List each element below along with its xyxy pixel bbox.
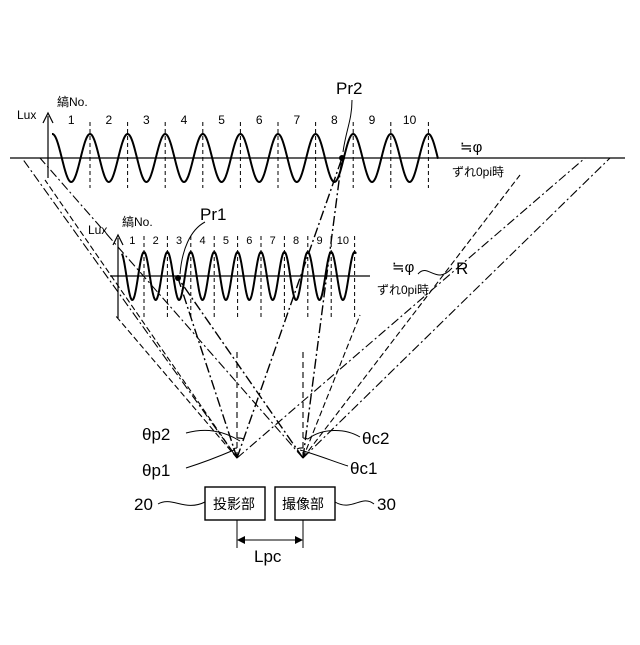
- stripe-number: 6: [246, 235, 252, 247]
- lower-shift-label: ずれ0pi時: [377, 283, 429, 297]
- projector-ref-leader: [158, 502, 205, 506]
- camera-label: 撮像部: [282, 496, 324, 512]
- theta-c2-label: θc2: [362, 429, 389, 448]
- lower-pattern: Lux 縞No. 1 2 3 4 5 6 7 8 9 10 ≒φ ずれ0pi時 R Pr1: [88, 205, 468, 318]
- theta-p1-label: θp1: [142, 461, 170, 480]
- theta-p1-leader: [186, 450, 234, 468]
- stripe-number: 7: [293, 113, 300, 127]
- theta-c1-label: θc1: [350, 459, 377, 478]
- plane-r-label: R: [456, 259, 468, 278]
- stripe-number: 10: [403, 113, 417, 127]
- stripe-number: 3: [143, 113, 150, 127]
- baseline-arrow-right-icon: [295, 536, 303, 544]
- upper-lux-label: Lux: [17, 108, 36, 122]
- stripe-number: 7: [270, 235, 276, 247]
- projector-fov-left: [22, 158, 237, 458]
- stripe-number: 8: [293, 235, 299, 247]
- lower-stripe-header: 縞No.: [122, 214, 153, 229]
- stripe-number: 3: [176, 235, 182, 247]
- lower-stripe-numbers: 1 2 3 4 5 6 7 8 9 10: [129, 235, 349, 247]
- plane-r-leader: [418, 268, 452, 275]
- upper-stripe-dividers: [90, 122, 428, 188]
- theta-p2-label: θp2: [142, 425, 170, 444]
- stripe-number: 5: [218, 113, 225, 127]
- upper-stripe-numbers: 1 2 3 4 5 6 7 8 9 10: [68, 113, 417, 127]
- stripe-number: 8: [331, 113, 338, 127]
- theta-c1-leader: [300, 450, 348, 466]
- camera-ref: 30: [377, 495, 396, 514]
- projector-label: 投影部: [213, 496, 255, 512]
- theta-p2-arc: [237, 438, 244, 439]
- baseline-label: Lpc: [254, 547, 282, 566]
- stripe-number: 10: [337, 235, 349, 247]
- lower-lux-label: Lux: [88, 223, 107, 237]
- camera-fov-right: [303, 158, 610, 458]
- stripe-number: 2: [105, 113, 112, 127]
- upper-phase-label: ≒φ: [460, 139, 483, 156]
- camera-fov-left: [40, 158, 303, 458]
- lower-phase-label: ≒φ: [392, 259, 415, 276]
- upper-pattern: Lux 縞No. 1 2 3 4 5 6 7 8 9 10 ≒φ ずれ0pi時 Pr2: [10, 79, 625, 188]
- projector-unit: 投影部 20: [134, 487, 265, 520]
- theta-p1-arc: [233, 448, 237, 449]
- theta-c2-arc: [303, 438, 308, 439]
- baseline-dimension: Lpc: [237, 520, 303, 566]
- point-pr2-label: Pr2: [336, 79, 362, 98]
- stripe-number: 4: [199, 235, 205, 247]
- ray-camera-pr2: [303, 158, 342, 458]
- camera-ref-leader: [335, 501, 374, 505]
- camera-long-right: [303, 175, 520, 458]
- stripe-number: 1: [68, 113, 75, 127]
- projector-ref: 20: [134, 495, 153, 514]
- camera-unit: 撮像部 30: [275, 487, 396, 520]
- stripe-number: 2: [153, 235, 159, 247]
- theta-c1-arc: [297, 448, 303, 449]
- theta-c2-leader: [308, 430, 360, 439]
- projection-rays: [22, 158, 610, 458]
- stripe-number: 9: [369, 113, 376, 127]
- upper-stripe-header: 縞No.: [57, 94, 88, 109]
- stripe-number: 5: [223, 235, 229, 247]
- baseline-arrow-left-icon: [237, 536, 245, 544]
- stripe-number: 1: [129, 235, 135, 247]
- theta-p2-leader: [186, 430, 240, 441]
- stripe-number: 9: [316, 235, 322, 247]
- upper-shift-label: ずれ0pi時: [452, 165, 504, 179]
- stripe-number: 4: [181, 113, 188, 127]
- stripe-number: 6: [256, 113, 263, 127]
- point-pr1-label: Pr1: [200, 205, 226, 224]
- point-pr1-leader: [180, 222, 205, 274]
